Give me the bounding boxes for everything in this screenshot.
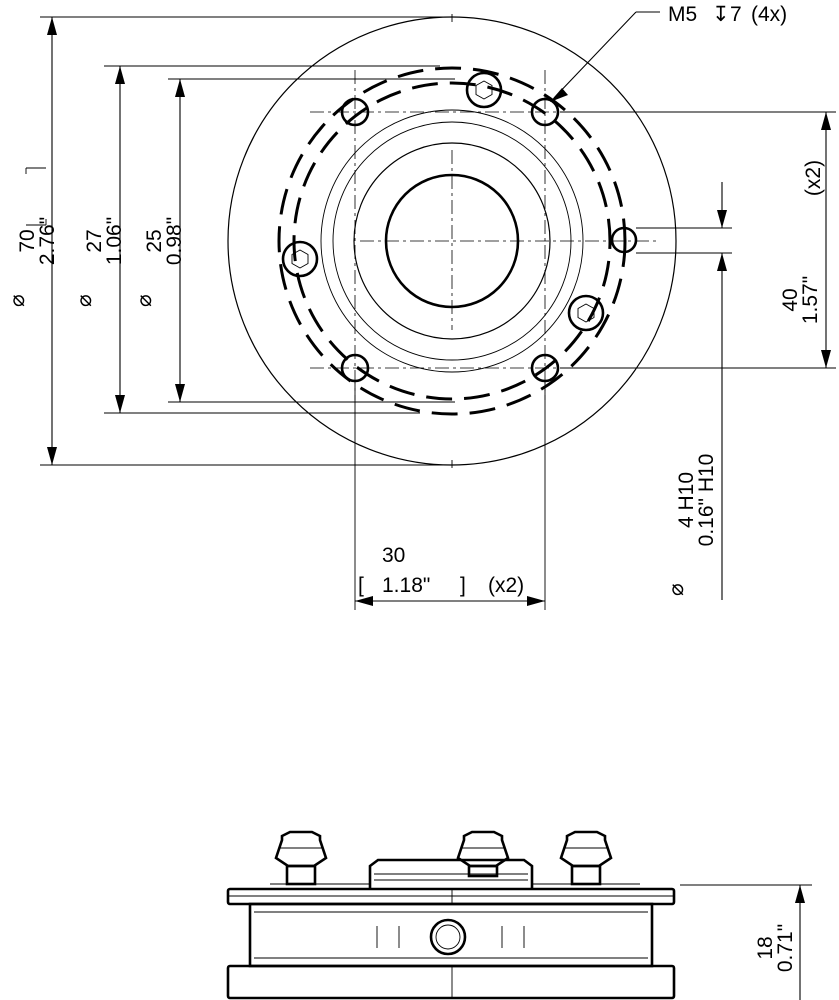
dimension-dia27: 27 1.06" ⌀ xyxy=(73,65,440,414)
pin4-inch: 0.16" H10 xyxy=(695,454,718,547)
side-center-plate xyxy=(368,858,534,889)
screw-left xyxy=(281,240,319,278)
dia27-symbol: ⌀ xyxy=(73,294,96,307)
screw-top xyxy=(465,71,503,109)
side-body xyxy=(248,902,654,968)
dia70-mm: 70 xyxy=(16,229,39,252)
side-port xyxy=(429,918,467,956)
dia27-inch: 1.06" xyxy=(103,217,126,265)
dim40-count: (x2) xyxy=(802,160,825,196)
dia25-inch: 0.98" xyxy=(163,217,186,265)
m5-hole-top-right xyxy=(530,97,560,127)
m5-callout: M5 ↧ 7 (4x) xyxy=(550,3,787,102)
dim40-mm: 40 xyxy=(779,288,802,311)
dia70-symbol: ⌀ xyxy=(6,294,29,307)
dim30-bracket-open: [ xyxy=(358,574,364,597)
dimension-pin4: 4 H10 0.16" H10 ⌀ xyxy=(636,182,732,600)
callout-thread: M5 xyxy=(668,3,697,26)
dia25-symbol: ⌀ xyxy=(133,294,156,307)
dia25-mm: 25 xyxy=(143,229,166,252)
callout-depth: 7 xyxy=(730,3,742,26)
dim40-inch: 1.57" xyxy=(799,276,822,324)
dimension-18: 18 0.71" xyxy=(680,884,812,1000)
dimension-dia25: 25 0.98" ⌀ xyxy=(133,78,455,403)
dia27-mm: 27 xyxy=(83,229,106,252)
dimension-dia70: 70 2.76" ⌀ xyxy=(6,16,450,466)
top-view xyxy=(227,14,677,468)
dimension-30: 30 [ 1.18" ] (x2) xyxy=(354,380,546,610)
hub-circle-outer xyxy=(320,109,584,373)
dimension-40: 40 1.57" (x2) xyxy=(560,111,836,369)
side-bottom-plate xyxy=(226,964,676,1000)
screw-right xyxy=(567,294,605,332)
dim30-count: (x2) xyxy=(488,574,524,597)
dim30-inch: 1.18" xyxy=(382,574,430,597)
dim30-mm: 30 xyxy=(382,544,405,567)
hub-circle-inner xyxy=(353,142,551,340)
callout-count: (4x) xyxy=(751,3,787,26)
bolt-ring-outer xyxy=(277,66,627,416)
m5-hole-top-left xyxy=(340,97,370,127)
dia70-inch: 2.76" xyxy=(36,217,59,265)
side-view xyxy=(226,830,676,1000)
side-screw-right xyxy=(559,830,613,886)
side-top-plate xyxy=(226,887,676,906)
dowel-pin-hole xyxy=(610,226,638,254)
side-screw-left xyxy=(274,830,328,886)
dim18-inch: 0.71" xyxy=(774,924,797,972)
dim18-mm: 18 xyxy=(754,936,777,959)
dim30-bracket-close: ] xyxy=(460,574,466,597)
depth-symbol-icon: ↧ xyxy=(712,3,730,26)
side-screw-center xyxy=(456,830,510,878)
pin4-mm: 4 H10 xyxy=(675,472,698,528)
pin4-symbol: ⌀ xyxy=(665,583,688,596)
